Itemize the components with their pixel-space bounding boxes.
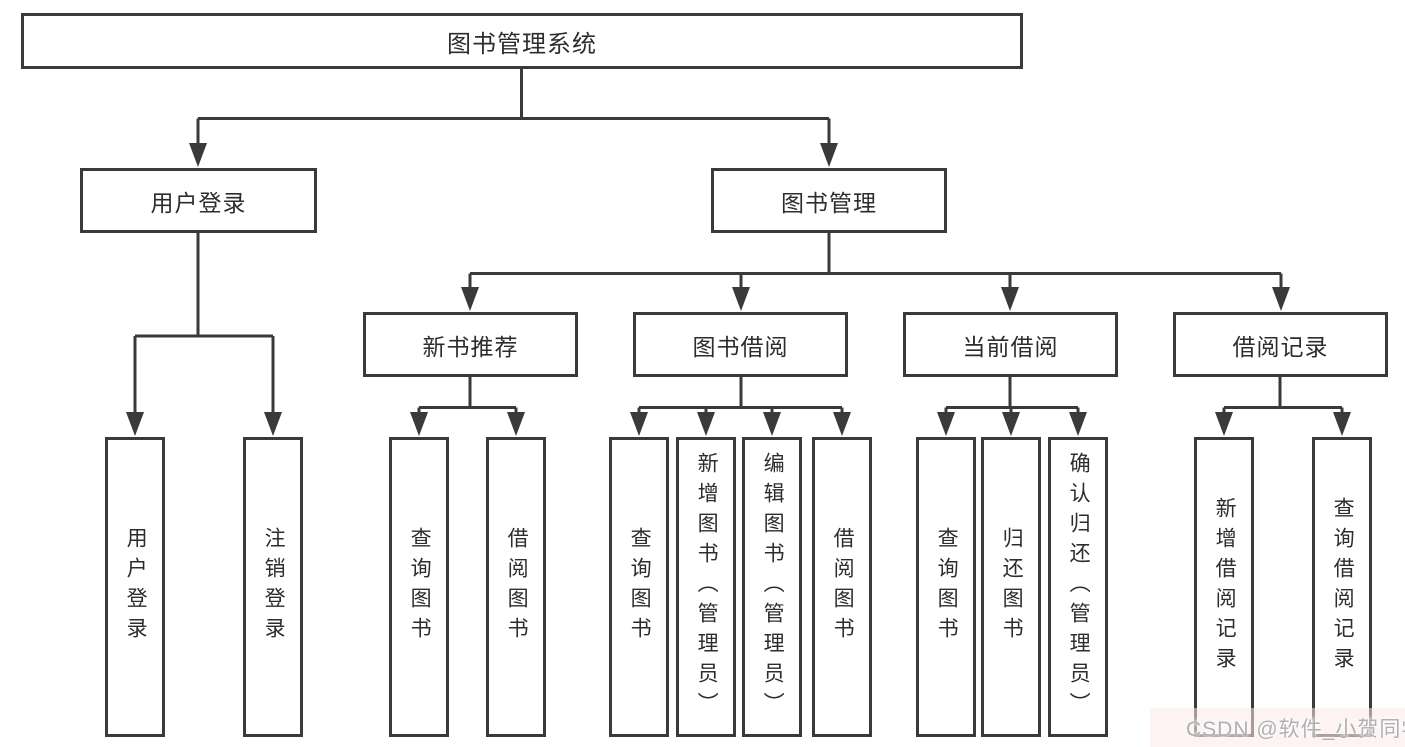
- arrowhead: [763, 412, 781, 436]
- node-user-login-label: 用户登录: [150, 189, 247, 216]
- leaf-records-add-record: 新增借阅记录: [1194, 437, 1254, 737]
- leaf-borrow-edit-books: 编辑图书（管理员）: [742, 437, 802, 737]
- node-borrow-records-label: 借阅记录: [1232, 333, 1329, 360]
- node-root: 图书管理系统: [21, 13, 1023, 69]
- leaf-logout-label: 注销登录: [262, 527, 286, 647]
- leaf-user-login: 用户登录: [105, 437, 165, 737]
- leaf-borrow-query-books: 查询图书: [609, 437, 669, 737]
- node-current-borrow: 当前借阅: [903, 312, 1118, 377]
- leaf-current-return-books: 归还图书: [981, 437, 1041, 737]
- node-root-label: 图书管理系统: [447, 30, 597, 58]
- connector-records-to-leaves: [1222, 376, 1344, 419]
- node-new-book-recommend: 新书推荐: [363, 312, 578, 377]
- arrowhead: [461, 287, 479, 311]
- leaf-borrow-borrow-books-label: 借阅图书: [831, 527, 855, 647]
- arrowhead: [1333, 412, 1351, 436]
- node-current-borrow-label: 当前借阅: [962, 333, 1059, 360]
- arrowhead: [1002, 412, 1020, 436]
- node-borrow-records: 借阅记录: [1173, 312, 1388, 377]
- arrowhead: [1069, 412, 1087, 436]
- leaf-logout: 注销登录: [243, 437, 303, 737]
- connector-bookmgmt-to-level3: [468, 232, 1283, 294]
- arrowhead: [1001, 287, 1019, 311]
- arrowhead: [264, 412, 282, 436]
- arrowhead: [507, 412, 525, 436]
- leaf-borrow-edit-books-label: 编辑图书（管理员）: [761, 452, 785, 722]
- connector-userlogin-to-leaves: [133, 232, 275, 419]
- arrowhead: [410, 412, 428, 436]
- leaf-user-login-label: 用户登录: [124, 527, 148, 647]
- leaf-borrow-query-books-label: 查询图书: [628, 527, 652, 647]
- arrowhead: [1272, 287, 1290, 311]
- node-book-borrow: 图书借阅: [633, 312, 848, 377]
- arrowhead: [1215, 412, 1233, 436]
- leaf-current-confirm-return-label: 确认归还（管理员）: [1067, 452, 1091, 722]
- arrowhead: [732, 287, 750, 311]
- node-new-book-recommend-label: 新书推荐: [422, 333, 519, 360]
- connectors: [133, 69, 1344, 419]
- node-book-management: 图书管理: [711, 168, 947, 233]
- leaf-current-return-books-label: 归还图书: [1000, 527, 1024, 647]
- connector-bookborrow-to-leaves: [637, 376, 844, 419]
- leaf-current-query-books-label: 查询图书: [935, 527, 959, 647]
- arrowhead: [697, 412, 715, 436]
- connector-newbook-to-leaves: [417, 376, 518, 419]
- leaf-records-add-record-label: 新增借阅记录: [1213, 497, 1237, 677]
- arrowhead: [833, 412, 851, 436]
- node-user-login: 用户登录: [80, 168, 317, 233]
- leaf-borrow-add-books-label: 新增图书（管理员）: [695, 452, 719, 722]
- watermark-backdrop: [1150, 708, 1405, 747]
- connector-root-to-level2: [196, 69, 831, 149]
- leaf-records-query-record: 查询借阅记录: [1312, 437, 1372, 737]
- leaf-newbook-borrow-books-label: 借阅图书: [505, 527, 529, 647]
- arrowhead: [126, 412, 144, 436]
- watermark-text: CSDN @软件_小贺同学: [1186, 718, 1405, 741]
- leaf-borrow-add-books: 新增图书（管理员）: [676, 437, 736, 737]
- leaf-current-query-books: 查询图书: [916, 437, 976, 737]
- leaf-newbook-query-books: 查询图书: [389, 437, 449, 737]
- node-book-management-label: 图书管理: [781, 189, 877, 216]
- arrowhead: [630, 412, 648, 436]
- leaf-current-confirm-return: 确认归还（管理员）: [1048, 437, 1108, 737]
- node-book-borrow-label: 图书借阅: [692, 333, 789, 360]
- arrowheads: [126, 143, 1351, 436]
- leaf-newbook-query-books-label: 查询图书: [408, 527, 432, 647]
- arrowhead: [937, 412, 955, 436]
- leaf-records-query-record-label: 查询借阅记录: [1331, 497, 1355, 677]
- leaf-borrow-borrow-books: 借阅图书: [812, 437, 872, 737]
- arrowhead: [820, 143, 838, 167]
- leaf-newbook-borrow-books: 借阅图书: [486, 437, 546, 737]
- arrowhead: [189, 143, 207, 167]
